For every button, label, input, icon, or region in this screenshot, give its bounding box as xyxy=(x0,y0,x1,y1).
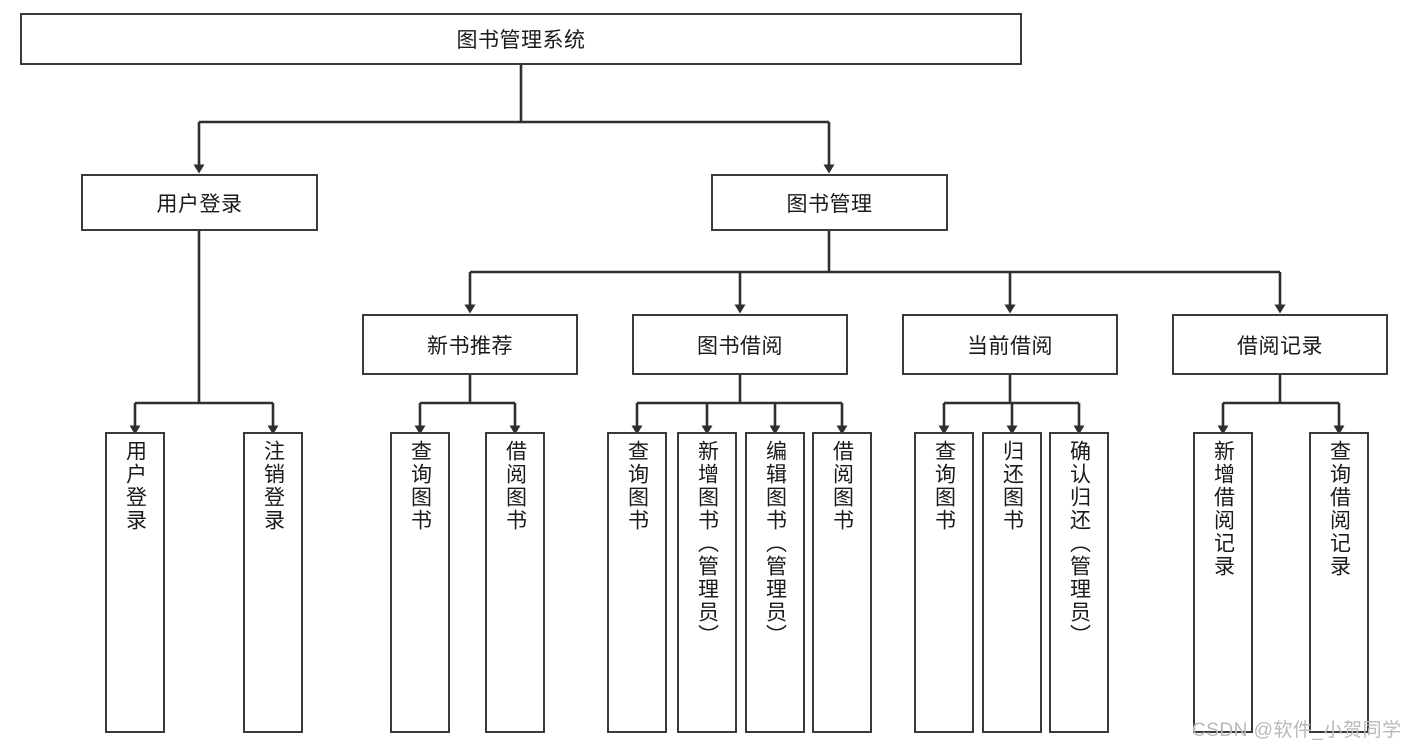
leaf-book-borrow-query[interactable]: 查询图书 xyxy=(607,432,667,733)
node-label: 借阅记录 xyxy=(1237,334,1323,358)
node-label: 用户登录 xyxy=(123,440,147,532)
node-current-borrow[interactable]: 当前借阅 xyxy=(902,314,1118,375)
node-label: 查询借阅记录 xyxy=(1327,440,1351,578)
node-borrow-records[interactable]: 借阅记录 xyxy=(1172,314,1388,375)
node-label: 注销登录 xyxy=(261,440,285,532)
leaf-book-borrow-borrow[interactable]: 借阅图书 xyxy=(812,432,872,733)
leaf-user-login-logout[interactable]: 注销登录 xyxy=(243,432,303,733)
node-label: 归还图书 xyxy=(1000,440,1024,532)
node-label: 编辑图书（管理员） xyxy=(763,440,787,647)
leaf-new-book-borrow[interactable]: 借阅图书 xyxy=(485,432,545,733)
node-label: 确认归还（管理员） xyxy=(1067,440,1091,647)
node-label: 图书管理系统 xyxy=(456,29,586,52)
node-book-borrow[interactable]: 图书借阅 xyxy=(632,314,848,375)
leaf-user-login-login[interactable]: 用户登录 xyxy=(105,432,165,733)
node-label: 新书推荐 xyxy=(427,334,513,358)
node-root-system[interactable]: 图书管理系统 xyxy=(20,13,1022,65)
node-label: 用户登录 xyxy=(156,192,243,216)
leaf-book-borrow-add[interactable]: 新增图书（管理员） xyxy=(677,432,737,733)
leaf-borrow-records-add[interactable]: 新增借阅记录 xyxy=(1193,432,1253,733)
csdn-watermark: CSDN @软件_小贺同学 xyxy=(1192,720,1402,741)
node-label: 图书借阅 xyxy=(697,334,783,358)
node-user-login[interactable]: 用户登录 xyxy=(81,174,318,231)
node-label: 新增图书（管理员） xyxy=(695,440,719,647)
leaf-current-borrow-confirm[interactable]: 确认归还（管理员） xyxy=(1049,432,1109,733)
node-label: 借阅图书 xyxy=(503,440,527,532)
node-new-book-recommend[interactable]: 新书推荐 xyxy=(362,314,578,375)
leaf-new-book-query[interactable]: 查询图书 xyxy=(390,432,450,733)
node-book-manage[interactable]: 图书管理 xyxy=(711,174,948,231)
node-label: 图书管理 xyxy=(786,192,873,216)
leaf-current-borrow-return[interactable]: 归还图书 xyxy=(982,432,1042,733)
node-label: 查询图书 xyxy=(932,440,956,532)
leaf-book-borrow-edit[interactable]: 编辑图书（管理员） xyxy=(745,432,805,733)
leaf-current-borrow-query[interactable]: 查询图书 xyxy=(914,432,974,733)
node-label: 借阅图书 xyxy=(830,440,854,532)
node-label: 当前借阅 xyxy=(967,334,1053,358)
node-label: 新增借阅记录 xyxy=(1211,440,1235,578)
leaf-borrow-records-query[interactable]: 查询借阅记录 xyxy=(1309,432,1369,733)
node-label: 查询图书 xyxy=(408,440,432,532)
node-label: 查询图书 xyxy=(625,440,649,532)
